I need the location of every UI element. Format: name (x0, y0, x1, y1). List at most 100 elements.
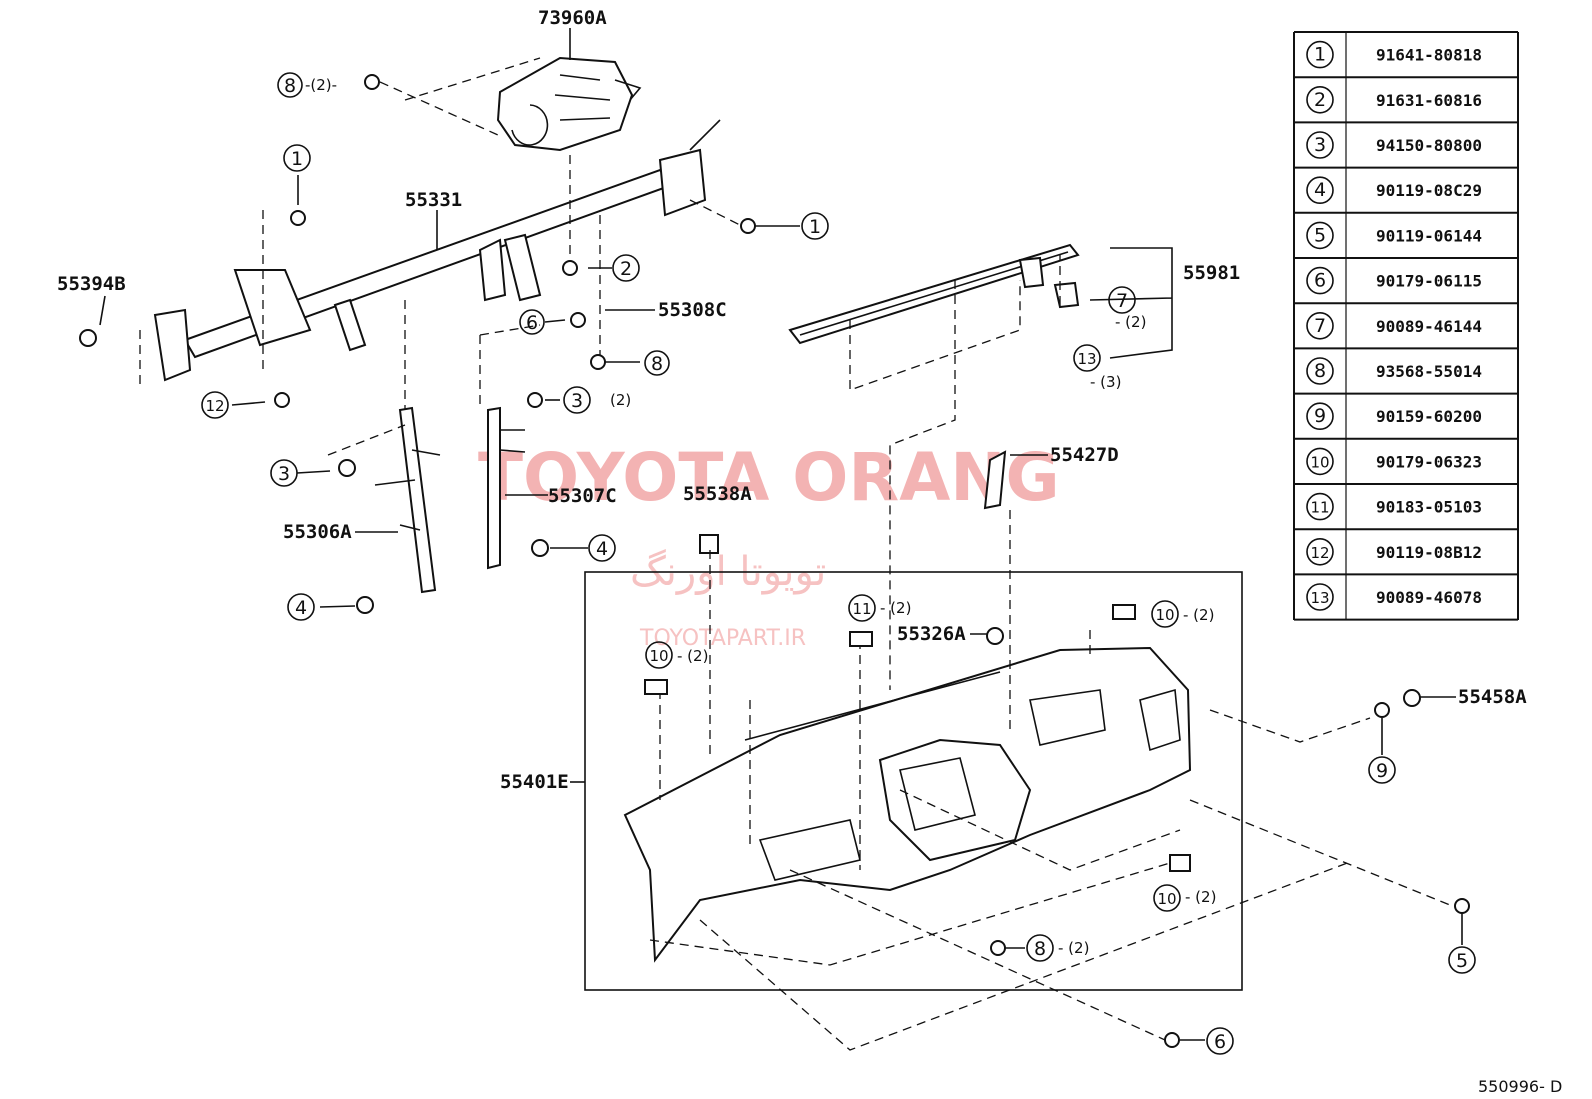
qty-8-top: -(2)- (305, 76, 337, 94)
row-part-code: 90119-08C29 (1376, 181, 1482, 200)
row-number: 8 (1314, 360, 1326, 382)
row-part-code: 91631-60816 (1376, 91, 1482, 110)
label-55401e: 55401E (500, 771, 569, 793)
callout-4: 4 (287, 593, 315, 621)
label-55331: 55331 (405, 189, 462, 211)
row-part-code: 90159-60200 (1376, 407, 1482, 426)
parts-table-row: 12 90119-08B12 (1294, 537, 1518, 576)
svg-text:4: 4 (295, 597, 307, 619)
row-number: 11 (1310, 499, 1329, 517)
svg-text:4: 4 (596, 538, 608, 560)
row-part-code: 93568-55014 (1376, 362, 1482, 381)
nut-icon (527, 392, 543, 408)
qty-7: - (2) (1115, 313, 1146, 331)
svg-text:1: 1 (291, 148, 303, 170)
watermark-title: TOYOTA ORANG (478, 439, 1060, 516)
svg-text:5: 5 (1456, 950, 1468, 972)
row-number-circle (1306, 537, 1334, 566)
bracket-55427d (983, 450, 1007, 510)
row-number-circle (1306, 86, 1334, 114)
row-number: 2 (1314, 89, 1326, 111)
callout-8: 8 (277, 72, 303, 98)
row-number-circle (1306, 221, 1334, 250)
row-number: 10 (1310, 453, 1329, 471)
leader-lines (99, 28, 1463, 1051)
clip-icon (849, 631, 873, 647)
parts-table-row: 11 90183-05103 (1294, 492, 1518, 531)
svg-text:11: 11 (852, 600, 871, 618)
row-number: 6 (1314, 270, 1326, 292)
label-55394b: 55394B (57, 273, 126, 295)
clip-icon (986, 627, 1004, 645)
label-55458a: 55458A (1458, 686, 1527, 708)
svg-text:3: 3 (278, 463, 290, 485)
row-part-code: 90179-06115 (1376, 272, 1482, 291)
svg-text:8: 8 (651, 353, 663, 375)
parts-table-row: 2 91631-60816 (1294, 86, 1518, 124)
row-part-code: 90119-08B12 (1376, 543, 1482, 562)
part-drawings (153, 56, 1243, 991)
nut-icon (1403, 689, 1421, 707)
qty-13: - (3) (1090, 373, 1121, 391)
diagram-reference: 550996- D (1478, 1077, 1562, 1096)
reinforcement-beam (153, 119, 721, 382)
instrument-panel (623, 646, 1192, 963)
callout-5: 5 (1448, 946, 1476, 974)
row-number: 1 (1314, 44, 1326, 66)
callout-3: 3 (270, 459, 298, 487)
svg-text:10: 10 (649, 647, 668, 665)
clip-icon (364, 74, 380, 90)
callouts: 8 1 1 2 6 8 12 3 3 4 4 7 13 11 10 10 10 … (201, 72, 1476, 1055)
qty-11: - (2) (880, 599, 911, 617)
row-part-code: 94150-80800 (1376, 136, 1482, 155)
quantities: -(2)- (2) - (2) - (3) - (2) - (2) - (2) … (305, 76, 1216, 957)
clip-icon (1169, 854, 1191, 872)
row-part-code: 90089-46144 (1376, 317, 1482, 336)
nut-icon (338, 459, 356, 477)
row-number: 7 (1314, 315, 1326, 337)
watermark-site: TOYOTAPART.IR (639, 626, 806, 651)
row-number-circle (1306, 447, 1334, 476)
row-number-circle (1306, 266, 1334, 295)
svg-text:3: 3 (571, 390, 583, 412)
label-55326a: 55326A (897, 623, 966, 645)
label-55306a: 55306A (283, 521, 352, 543)
row-part-code: 90179-06323 (1376, 452, 1482, 471)
parts-table-row: 10 90179-06323 (1294, 447, 1518, 485)
callout-6: 6 (519, 309, 545, 335)
bolt-icon (740, 218, 756, 234)
callout-11: 11 (848, 594, 876, 622)
callout-10: 10 (1151, 600, 1179, 628)
row-part-code: 90089-46078 (1376, 588, 1482, 607)
qty-10-left: - (2) (677, 647, 708, 665)
bolt-icon (356, 596, 374, 614)
callout-10: 10 (645, 641, 673, 669)
svg-text:9: 9 (1376, 760, 1388, 782)
row-number: 12 (1310, 544, 1329, 562)
callout-10: 10 (1153, 884, 1181, 912)
callout-1: 1 (801, 212, 829, 240)
parts-table-row: 6 90179-06115 (1294, 266, 1518, 305)
callout-3: 3 (563, 386, 591, 414)
row-part-code: 90183-05103 (1376, 498, 1482, 517)
label-73960a: 73960A (538, 7, 607, 29)
row-number: 3 (1314, 134, 1326, 156)
label-55981: 55981 (1183, 262, 1240, 284)
row-number-circle (1306, 357, 1334, 385)
callout-9: 9 (1368, 756, 1396, 784)
qty-3: (2) (610, 391, 631, 409)
svg-text:10: 10 (1157, 890, 1176, 908)
row-number-circle (1306, 176, 1334, 204)
svg-text:6: 6 (1214, 1031, 1226, 1053)
row-number-circle (1306, 40, 1334, 69)
fasteners (79, 74, 1470, 1048)
callout-4: 4 (588, 534, 616, 562)
parts-table-row: 8 93568-55014 (1294, 357, 1518, 395)
qty-10-lowright: - (2) (1185, 888, 1216, 906)
